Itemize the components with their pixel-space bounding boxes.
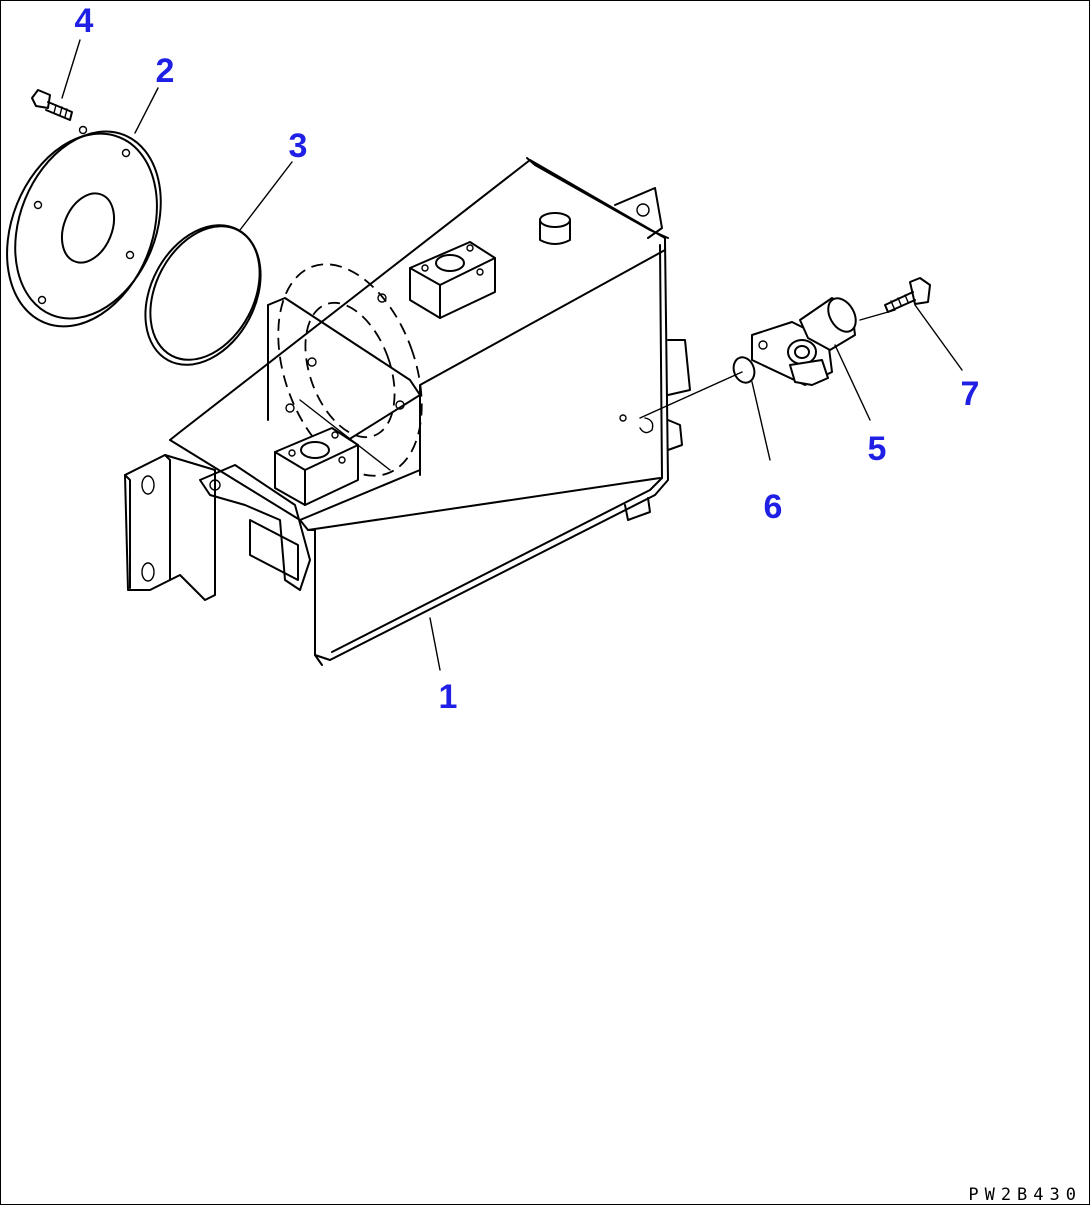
cover-plate bbox=[6, 125, 162, 328]
callout-5: 5 bbox=[868, 430, 887, 468]
callout-2: 2 bbox=[156, 52, 175, 90]
tank-body bbox=[124, 157, 691, 666]
gasket-ring bbox=[144, 224, 262, 366]
sensor-assembly bbox=[751, 297, 857, 386]
callout-labels: 1 2 3 4 5 6 7 bbox=[75, 2, 980, 716]
bolt-part-4 bbox=[31, 89, 73, 121]
callout-7: 7 bbox=[961, 375, 980, 413]
bolt-part-7 bbox=[884, 277, 931, 313]
o-ring-small bbox=[732, 356, 756, 384]
callout-3: 3 bbox=[289, 127, 308, 165]
drawing-code: PW2B430 bbox=[968, 1185, 1082, 1205]
callout-6: 6 bbox=[764, 488, 783, 526]
callout-4: 4 bbox=[75, 2, 94, 40]
leader-lines bbox=[61, 39, 963, 671]
callout-1: 1 bbox=[439, 678, 458, 716]
